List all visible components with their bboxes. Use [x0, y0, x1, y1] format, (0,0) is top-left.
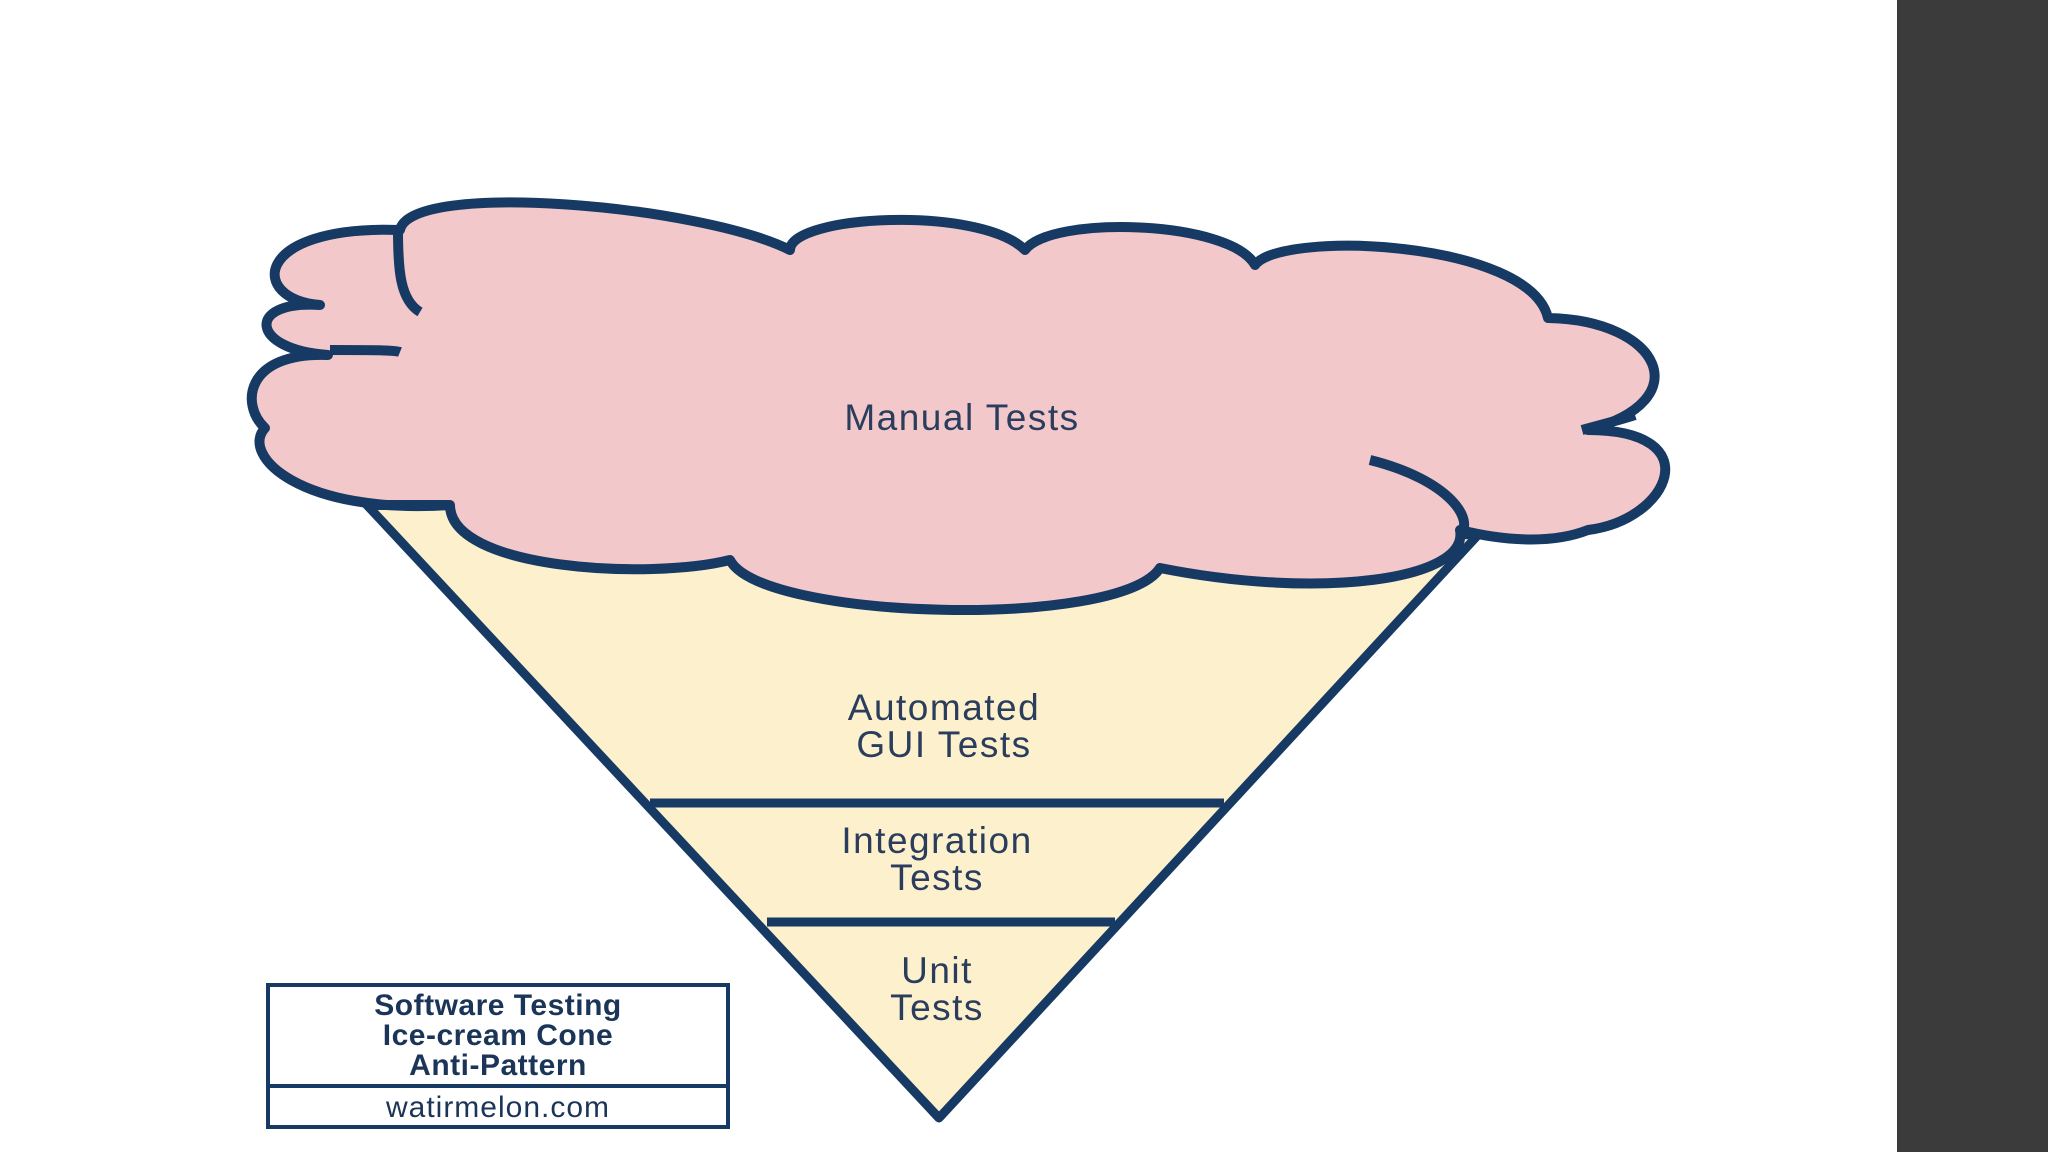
caption-title-line1: Software Testing — [374, 989, 621, 1022]
caption-url: watirmelon.com — [385, 1091, 610, 1124]
side-panel — [1897, 0, 2048, 1152]
gui-tests-label-line2: GUI Tests — [856, 724, 1031, 765]
gui-tests-label-line1: Automated — [848, 687, 1040, 728]
cloud-shape — [246, 197, 1671, 615]
cloud-puff-line — [1368, 455, 1470, 539]
caption-title-line2: Ice-cream Cone — [383, 1019, 613, 1052]
manual-tests-label: Manual Tests — [844, 397, 1079, 438]
caption-title-line3: Anti-Pattern — [409, 1049, 587, 1082]
integration-tests-label-line2: Tests — [890, 857, 984, 898]
caption-box: Software Testing Ice-cream Cone Anti-Pat… — [266, 983, 730, 1129]
cloud-puff-line — [393, 229, 423, 317]
unit-tests-label-line1: Unit — [901, 950, 973, 991]
integration-tests-label-line1: Integration — [841, 820, 1032, 861]
unit-tests-label-line2: Tests — [890, 987, 984, 1028]
cloud-puff-line — [329, 345, 402, 357]
cloud-puff-line — [1580, 410, 1637, 435]
slide-canvas: Manual Tests Automated GUI Tests Integra… — [246, 197, 1671, 1129]
caption-box-border — [266, 983, 730, 1129]
cloud — [246, 197, 1671, 615]
ice-cream-cone-diagram: Manual Tests Automated GUI Tests Integra… — [246, 197, 1671, 1129]
